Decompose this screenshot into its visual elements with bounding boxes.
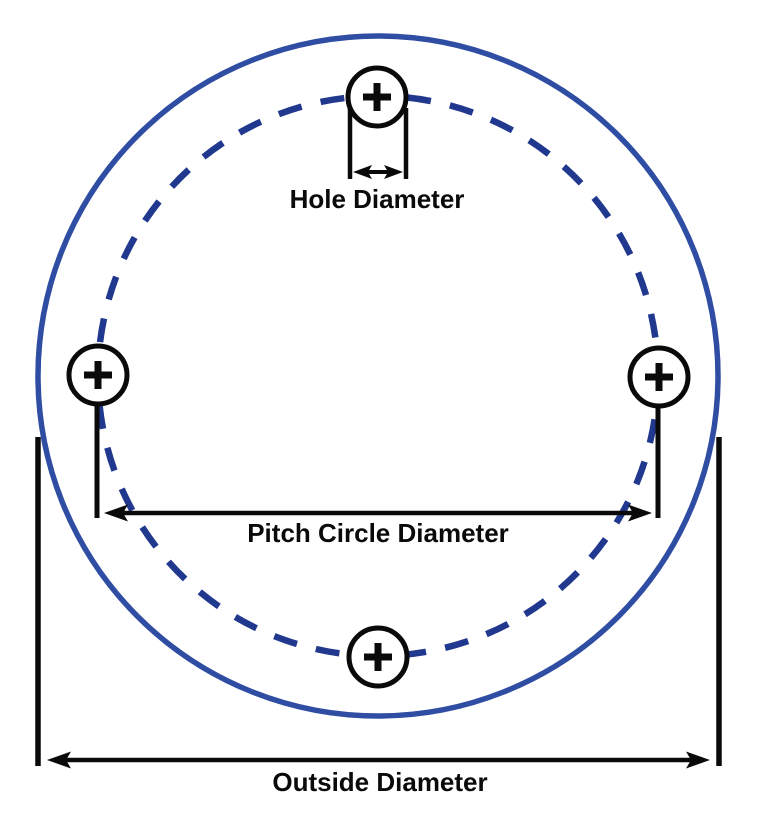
outside-diameter-dimension: Outside Diameter [35,437,722,797]
pitch-circle-diameter-label: Pitch Circle Diameter [247,518,509,548]
od-arrowhead-right-icon [686,751,710,769]
hole-arrowhead-left-icon [353,165,372,179]
crosshair-icon [364,643,392,671]
hole-arrowhead-right-icon [384,165,403,179]
outside-diameter-label: Outside Diameter [272,767,487,797]
od-arrowhead-left-icon [47,751,71,769]
hole-diameter-label: Hole Diameter [290,184,465,214]
crosshair-icon [363,83,391,111]
bolt-hole-top [345,65,409,129]
pitch-circle [94,92,662,660]
outer-circle [35,33,721,719]
pitch-circle-diameter-dimension: Pitch Circle Diameter [94,402,661,548]
bolt-hole-left [66,343,130,407]
pcd-arrowhead-right-icon [628,504,652,522]
crosshair-icon [645,363,673,391]
bolt-hole-bottom [346,625,410,689]
pcd-arrowhead-left-icon [104,504,128,522]
crosshair-icon [84,361,112,389]
hole-diameter-dimension: Hole Diameter [290,108,465,214]
bolt-hole-right [627,345,691,409]
